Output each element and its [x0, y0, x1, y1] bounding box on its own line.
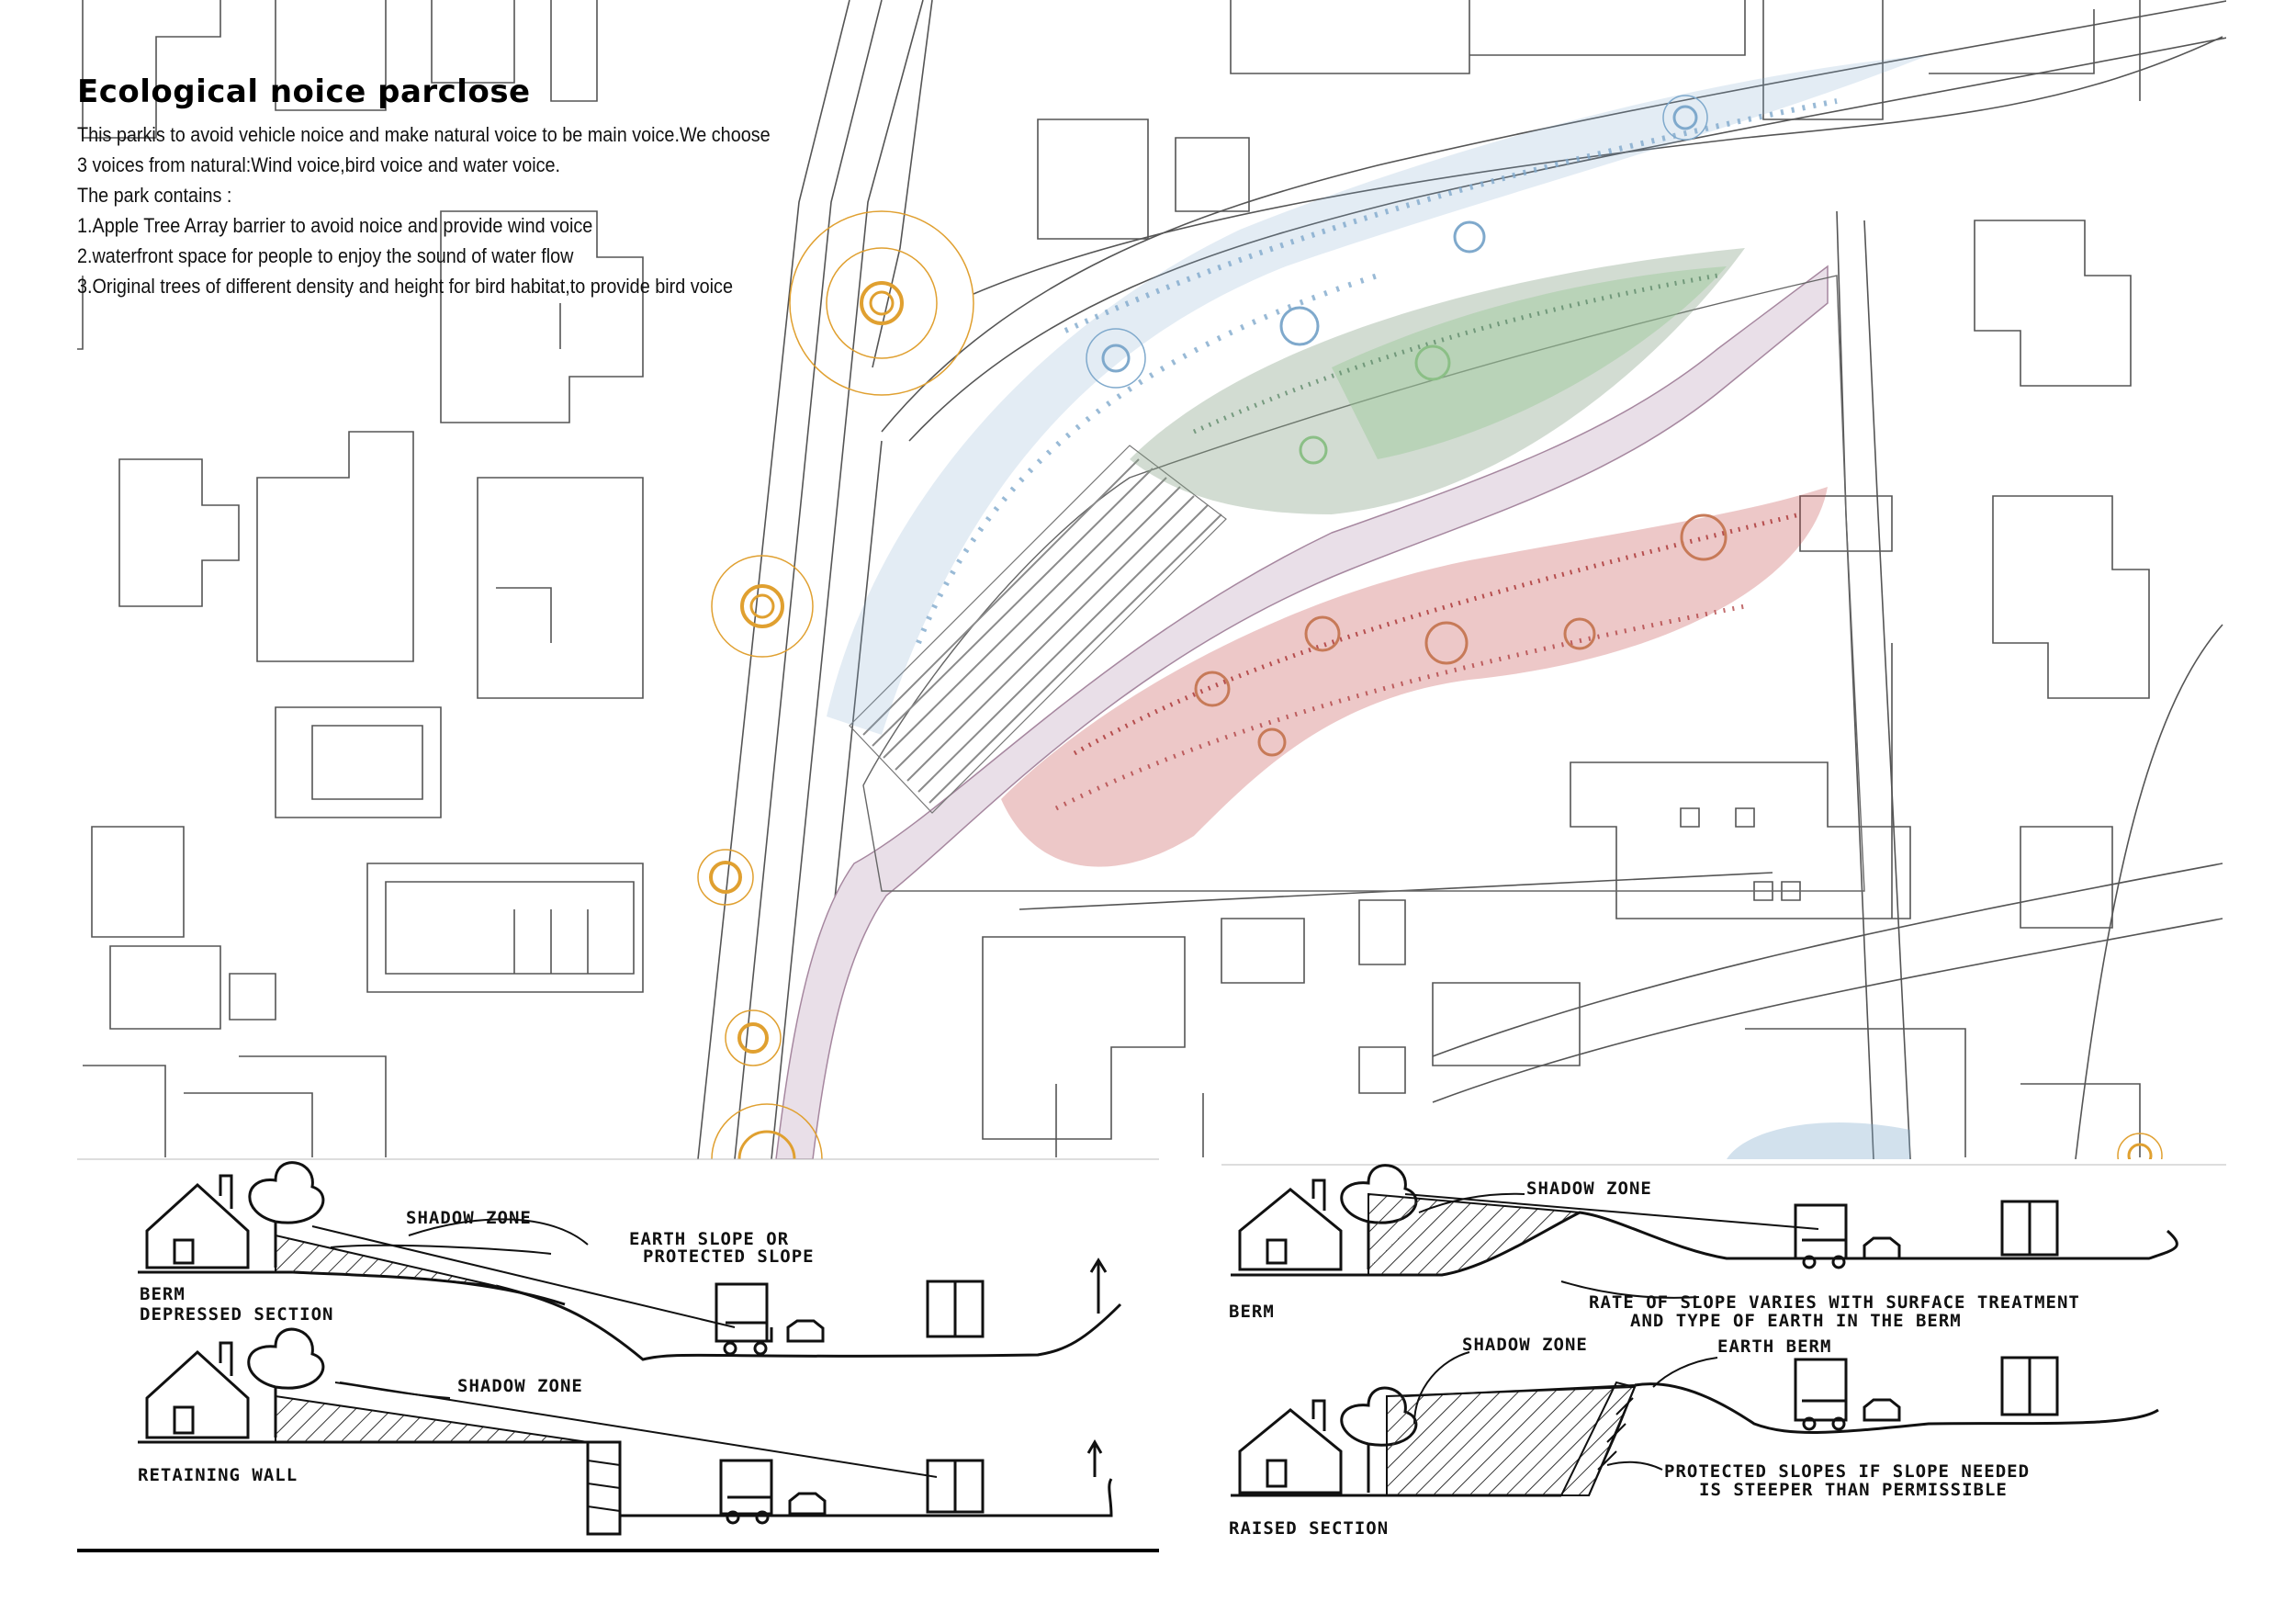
- site-plan: [77, 0, 2226, 1159]
- section3-label: BERM: [1229, 1302, 1275, 1322]
- section1-slope-label-2: PROTECTED SLOPE: [643, 1246, 815, 1267]
- page-title: Ecological noice parclose: [77, 73, 531, 110]
- intro-panel: Ecological noice parclose This parkis to…: [77, 73, 904, 301]
- shadow-zone-hatch: [1386, 1385, 1637, 1496]
- section2-label: RETAINING WALL: [138, 1465, 298, 1485]
- truck-icon: [715, 1282, 773, 1343]
- noise-ripple-4: [725, 1009, 782, 1066]
- noise-ripple-5: [711, 1103, 823, 1159]
- wind-corner-zone: [1727, 1122, 1910, 1159]
- water-zone: [1130, 248, 1745, 514]
- section1-slope-label-1: EARTH SLOPE OR: [629, 1229, 789, 1249]
- retaining-wall: [586, 1440, 622, 1536]
- wind-ripple-1: [1086, 328, 1146, 389]
- traffic-noise-markers: [697, 210, 2163, 1159]
- bird-habitat-zone: [1001, 487, 1828, 867]
- house-icon: [1238, 1408, 1343, 1494]
- shadow-zone-hatch: [275, 1394, 589, 1443]
- earth-slope: [495, 1284, 1122, 1361]
- bird-voice-markers: [1194, 513, 1728, 757]
- intro-line: 3.Original trees of different density an…: [77, 275, 733, 298]
- noise-arrow-icon: [1086, 1439, 1103, 1477]
- car-icon: [788, 1492, 827, 1516]
- protected-slope: [1559, 1381, 1637, 1496]
- section4-label: RAISED SECTION: [1229, 1518, 1389, 1539]
- noise-arrow-icon: [1089, 1257, 1108, 1314]
- truck-icon: [1794, 1203, 1848, 1260]
- noise-ripple-3: [697, 849, 754, 906]
- truck-icon: [719, 1459, 773, 1516]
- car-icon: [786, 1319, 825, 1343]
- truck-icon-2: [2000, 1356, 2059, 1416]
- wind-voice-markers: [1086, 95, 1708, 389]
- section4-note-2: IS STEEPER THAN PERMISSIBLE: [1699, 1480, 2008, 1500]
- shadow-zone-hatch: [1367, 1192, 1583, 1276]
- house-icon: [145, 1182, 250, 1269]
- car-icon: [1863, 1398, 1901, 1422]
- apple-tree-array: [849, 445, 1227, 814]
- water-voice-markers: [1299, 344, 1451, 465]
- intro-line: The park contains :: [77, 184, 232, 207]
- house-icon: [145, 1349, 250, 1439]
- section1-label-2: DEPRESSED SECTION: [140, 1304, 333, 1325]
- section3-note-1: RATE OF SLOPE VARIES WITH SURFACE TREATM…: [1589, 1292, 2080, 1313]
- section-raised: [1231, 1351, 2159, 1497]
- noise-ripple-2: [711, 555, 814, 658]
- section3-note-2: AND TYPE OF EARTH IN THE BERM: [1630, 1311, 1962, 1331]
- truck-icon-2: [926, 1459, 985, 1514]
- pedestrian-path: [775, 265, 1829, 1159]
- truck-icon: [1794, 1358, 1848, 1422]
- park-boundary: [862, 275, 1865, 892]
- section-berm-depressed: [138, 1161, 1122, 1361]
- shadow-zone-hatch: [275, 1234, 497, 1287]
- house-icon: [1238, 1188, 1343, 1271]
- wind-zone: [827, 55, 1929, 735]
- noise-ripple-1: [789, 210, 974, 396]
- intro-line: This parkis to avoid vehicle noice and m…: [77, 123, 771, 146]
- street-lines: [697, 0, 2226, 1159]
- section2-shadow-label: SHADOW ZONE: [457, 1376, 583, 1396]
- section4-note-1: PROTECTED SLOPES IF SLOPE NEEDED: [1664, 1461, 2030, 1482]
- noise-ripple-6: [2117, 1133, 2163, 1159]
- wind-ripple-4: [1662, 95, 1708, 141]
- truck-icon-2: [2000, 1200, 2059, 1257]
- section-retaining-wall: [138, 1327, 1113, 1536]
- section4-shadow-label: SHADOW ZONE: [1462, 1335, 1588, 1355]
- intro-line: 3 voices from natural:Wind voice,bird vo…: [77, 153, 561, 176]
- section1-shadow-label: SHADOW ZONE: [406, 1208, 532, 1228]
- section4-berm-label: EARTH BERM: [1717, 1336, 1831, 1357]
- wind-ripple-2: [1279, 306, 1320, 346]
- section-berm: [1231, 1164, 2178, 1299]
- truck-icon-2: [926, 1280, 985, 1338]
- intro-text: This parkis to avoid vehicle noice and m…: [77, 119, 821, 301]
- section1-label-1: BERM: [140, 1284, 186, 1304]
- section3-shadow-label: SHADOW ZONE: [1526, 1179, 1652, 1199]
- wind-ripple-3: [1453, 220, 1486, 254]
- building-footprints: [77, 0, 2150, 1157]
- car-icon: [1863, 1236, 1901, 1260]
- intro-line: 1.Apple Tree Array barrier to avoid noic…: [77, 214, 593, 237]
- intro-line: 2.waterfront space for people to enjoy t…: [77, 244, 574, 267]
